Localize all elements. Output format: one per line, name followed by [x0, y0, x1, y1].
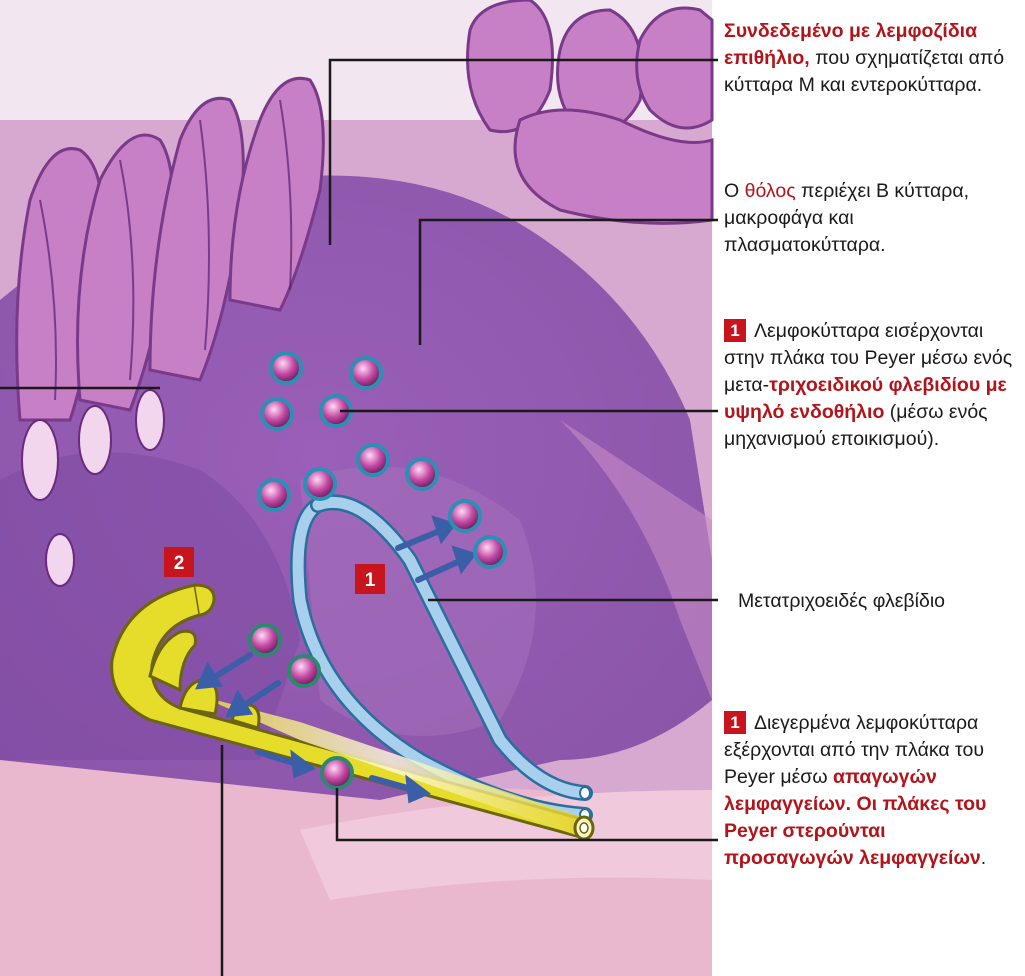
callout-entry-badge: 1: [724, 319, 746, 342]
figure-badge-one-label: 1: [365, 570, 376, 591]
callout-dome-prefix: Ο: [724, 180, 745, 202]
callout-venule: Μετατριχοειδές φλεβίδιο: [738, 588, 1025, 615]
callout-dome-highlight: θόλος: [745, 180, 796, 202]
callout-exit-badge: 1: [724, 711, 746, 734]
callout-dome: Ο θόλος περιέχει Β κύτταρα, μακροφάγα κα…: [724, 178, 1016, 259]
callout-epithelium: Συνδεδεμένο με λεμφοζίδια επιθήλιο, που …: [724, 18, 1016, 99]
callout-venule-text: Μετατριχοειδές φλεβίδιο: [738, 590, 945, 612]
figure-badge-two-label: 2: [174, 553, 185, 574]
callout-exit-suffix: .: [981, 847, 986, 869]
